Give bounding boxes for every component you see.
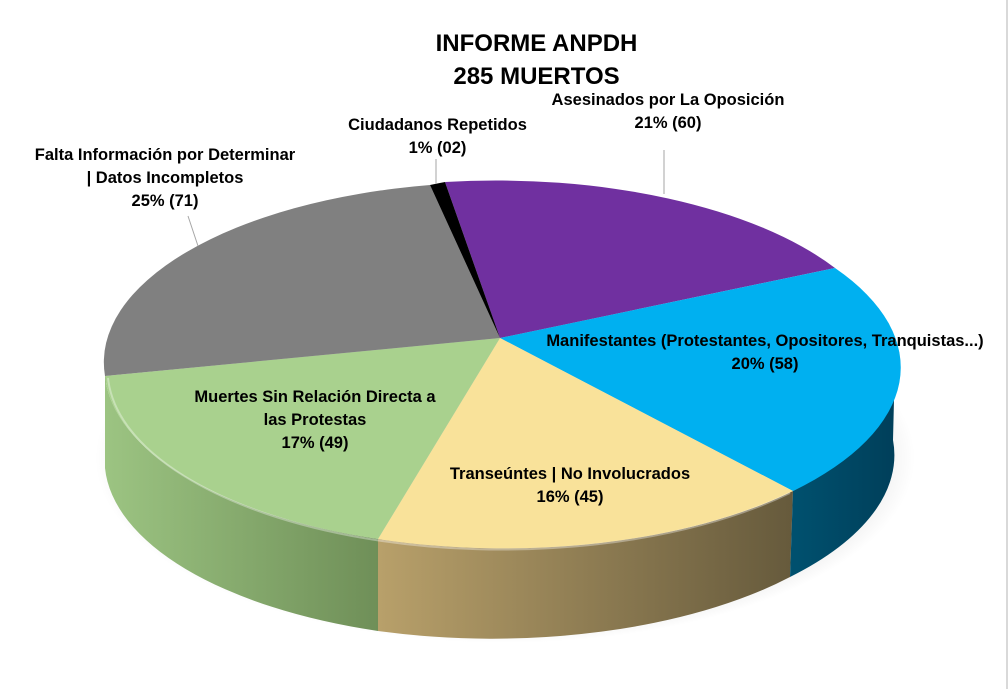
label-name: Manifestantes (Protestantes, Opositores,… [546,332,984,350]
slice-side-muertes [105,376,378,631]
slice-ciudadanos[interactable] [430,182,500,338]
label-name: Ciudadanos Repetidos [348,116,527,134]
label-name: Transeúntes | No Involucrados [449,465,691,483]
data-label-muertes: Muertes Sin Relación Directa a las Prote… [172,386,458,455]
data-label-falta: Falta Información por Determinar | Datos… [2,144,328,213]
data-label-asesinados: Asesinados por La Oposición 21% (60) [548,89,788,135]
label-name-line1: Muertes Sin Relación Directa a [194,388,436,406]
slice-manifestantes[interactable] [500,268,901,491]
chart-border [1006,0,1008,689]
data-label-manifestantes: Manifestantes (Protestantes, Opositores,… [522,330,1008,376]
label-value: 1% (02) [408,139,467,157]
slice-side-transeuntes [378,491,793,639]
label-value: 20% (58) [731,355,799,373]
chart-title-line1: INFORME ANPDH [435,30,638,57]
label-name-line1: Falta Información por Determinar [34,146,296,164]
label-name: Asesinados por La Oposición [551,91,785,109]
slice-transeuntes[interactable] [378,338,793,549]
data-label-ciudadanos: Ciudadanos Repetidos 1% (02) [330,114,545,160]
label-name-line2: | Datos Incompletos [86,169,244,187]
label-name-line2: las Protestas [263,411,367,429]
rim-highlight [107,377,791,551]
slice-asesinados[interactable] [445,180,835,338]
slice-side-manifestantes [790,360,896,577]
label-value: 17% (49) [281,434,349,452]
label-value: 16% (45) [536,488,604,506]
chart-title-line2: 285 MUERTOS [453,63,620,90]
leader-line-falta [187,215,199,247]
slice-muertes[interactable] [105,338,500,539]
slice-falta[interactable] [103,185,500,376]
label-value: 21% (60) [634,114,702,132]
data-label-transeuntes: Transeúntes | No Involucrados 16% (45) [420,463,720,509]
label-value: 25% (71) [131,192,199,210]
